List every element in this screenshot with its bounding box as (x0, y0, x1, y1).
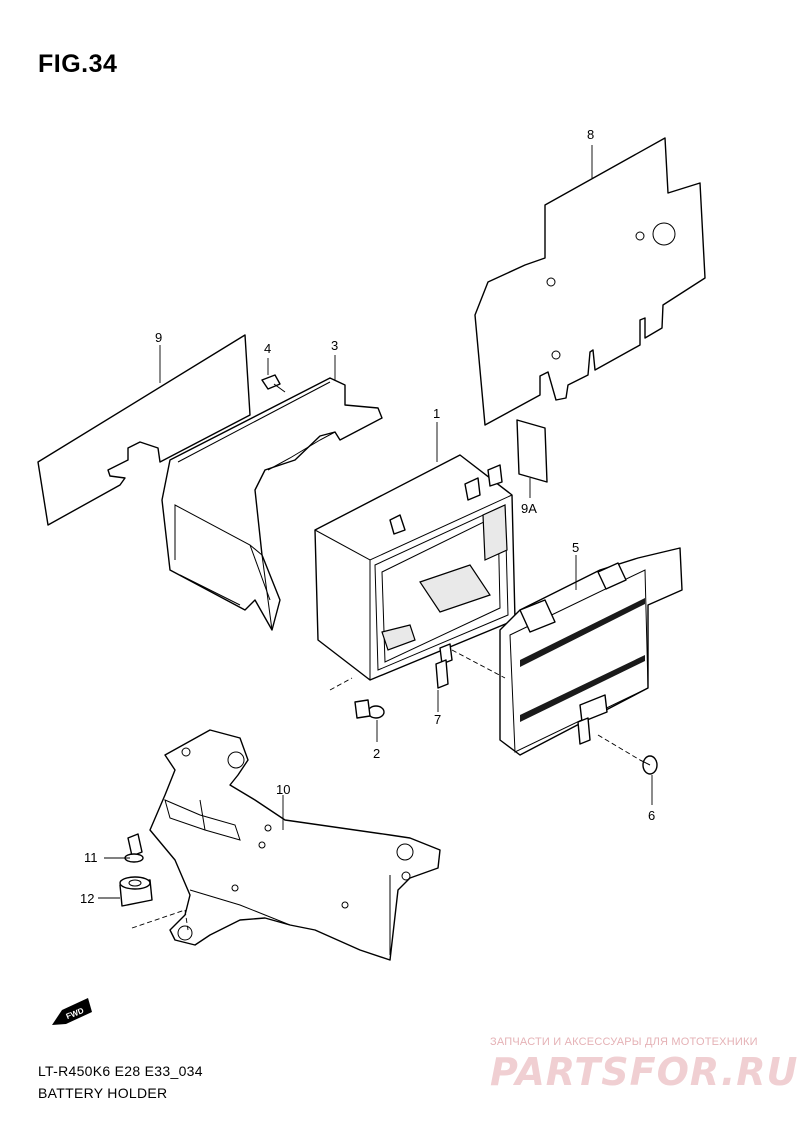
part-9A-pad (516, 419, 548, 483)
part-4-screw (261, 374, 286, 393)
part-3-cover (161, 377, 383, 631)
part-10-bracket (149, 729, 441, 961)
watermark-subtitle: ЗАПЧАСТИ И АКСЕССУАРЫ ДЛЯ МОТОТЕХНИКИ (490, 1036, 758, 1048)
figure-title: FIG.34 (38, 50, 118, 78)
callout-5: 5 (572, 540, 579, 555)
callout-8: 8 (587, 127, 594, 142)
callout-10: 10 (276, 782, 290, 797)
group-name: BATTERY HOLDER (38, 1085, 168, 1101)
part-7-clip (435, 659, 449, 689)
part-12-grommet (119, 876, 153, 907)
part-9-sheet (37, 334, 251, 526)
callout-4: 4 (264, 341, 271, 356)
callout-7: 7 (434, 712, 441, 727)
part-2-bolt (354, 699, 385, 719)
part-11-bolt (124, 833, 144, 863)
callout-11: 11 (84, 850, 98, 865)
model-code: LT-R450K6 E28 E33_034 (38, 1063, 203, 1079)
part-6-screw (639, 755, 658, 775)
fwd-arrow-icon: FWD (52, 998, 92, 1025)
part-1-battery-box (314, 454, 516, 681)
leader-lines (98, 145, 653, 931)
callout-2: 2 (373, 746, 380, 761)
callout-12: 12 (80, 891, 94, 906)
callout-3: 3 (331, 338, 338, 353)
callout-9A: 9A (521, 501, 537, 516)
part-8-sheet (474, 137, 706, 426)
callout-1: 1 (433, 406, 440, 421)
callout-6: 6 (648, 808, 655, 823)
watermark-logo: PARTSFOR.RU (490, 1050, 799, 1094)
callout-9: 9 (155, 330, 162, 345)
part-5-lid (499, 547, 683, 756)
